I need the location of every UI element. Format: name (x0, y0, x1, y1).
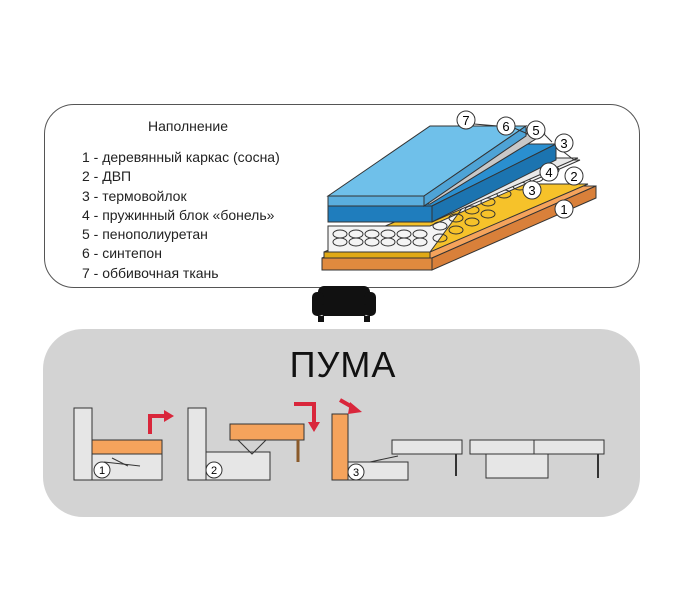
sofa-icon (312, 286, 376, 322)
arrow-diagonal-icon (339, 398, 362, 414)
legend-title: Наполнение (148, 118, 228, 134)
marker-label: 2 (570, 169, 577, 184)
marker-label: 7 (462, 113, 469, 128)
step-badge (93, 461, 111, 479)
arrow-right-icon (148, 410, 174, 434)
bed-unfolded (469, 439, 605, 479)
legend-item: 2 - ДВП (82, 168, 132, 185)
marker-4 (539, 162, 559, 182)
legend-item: 7 - оббивочная ткань (82, 264, 219, 281)
marker-label: 1 (560, 202, 567, 217)
marker-label: 6 (502, 119, 509, 134)
step-2-lifted-seat: 2 (187, 407, 305, 481)
marker-7 (456, 110, 476, 130)
legend-item: 6 - синтепон (82, 245, 162, 262)
marker-label: 3 (528, 183, 535, 198)
step-badge (205, 461, 223, 479)
arrow-down-icon (294, 402, 320, 432)
marker-label: 4 (545, 165, 552, 180)
step-number: 2 (211, 465, 217, 477)
step-1-folded-sofa: 1 (73, 407, 163, 481)
step-number: 3 (353, 467, 359, 479)
marker-3a (554, 133, 574, 153)
marker-5 (526, 120, 546, 140)
legend-item: 4 - пружинный блок «бонель» (82, 206, 275, 223)
marker-3b (522, 180, 542, 200)
step-badge (347, 463, 365, 481)
legend-item: 3 - термовойлок (82, 187, 187, 204)
legend-item: 1 - деревянный каркас (сосна) (82, 149, 280, 165)
marker-label: 3 (560, 136, 567, 151)
step-number: 1 (99, 465, 105, 477)
model-name: ПУМА (289, 344, 397, 385)
legend-list: 1 - деревянный каркас (сосна) 2 - ДВП 3 … (82, 148, 280, 283)
step-3-unfolded-sofa: 3 (331, 413, 463, 481)
legend-item: 5 - пенополиуретан (82, 226, 208, 243)
layer-fabric (326, 125, 528, 207)
marker-label: 5 (532, 123, 539, 138)
marker-6 (496, 116, 516, 136)
marker-1 (554, 199, 574, 219)
marker-2 (564, 166, 584, 186)
layer-markers: 7 6 5 3 4 3 2 1 (456, 110, 584, 219)
